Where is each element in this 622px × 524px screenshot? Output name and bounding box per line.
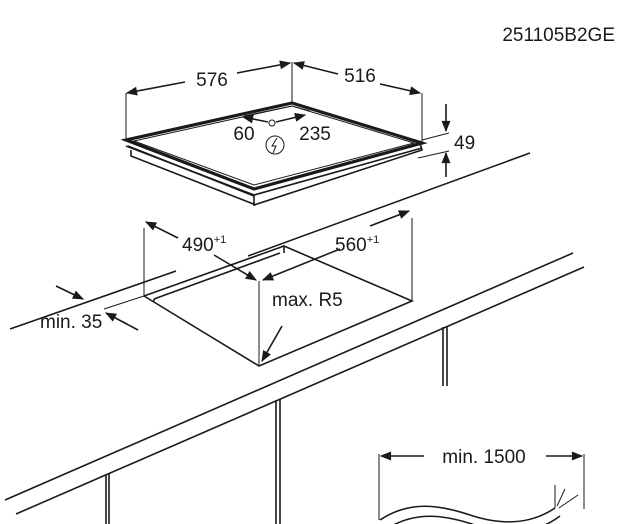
hob-width-label: 576 (196, 70, 228, 91)
cutout-depth-label: 560+1 (335, 234, 379, 256)
edge-distance-label: min. 35 (40, 312, 102, 333)
cutout-width-label: 490+1 (182, 234, 226, 256)
corner-radius-label: max. R5 (272, 290, 343, 311)
hob-height-label: 49 (454, 133, 475, 154)
cutout: 490+1 560+1 max. R5 min. 35 (40, 210, 415, 367)
hob-depth-label: 516 (344, 66, 376, 87)
connection-right-label: 235 (299, 124, 331, 145)
countertop (4, 152, 585, 524)
cable-length-label: min. 1500 (442, 447, 525, 468)
cable: min. 1500 (378, 447, 585, 524)
connection-left-label: 60 (233, 124, 254, 145)
hob-dimensions: 576 516 49 60 235 (125, 60, 475, 177)
drawing-code: 251105B2GE (502, 25, 615, 46)
lightning-icon (265, 135, 285, 155)
